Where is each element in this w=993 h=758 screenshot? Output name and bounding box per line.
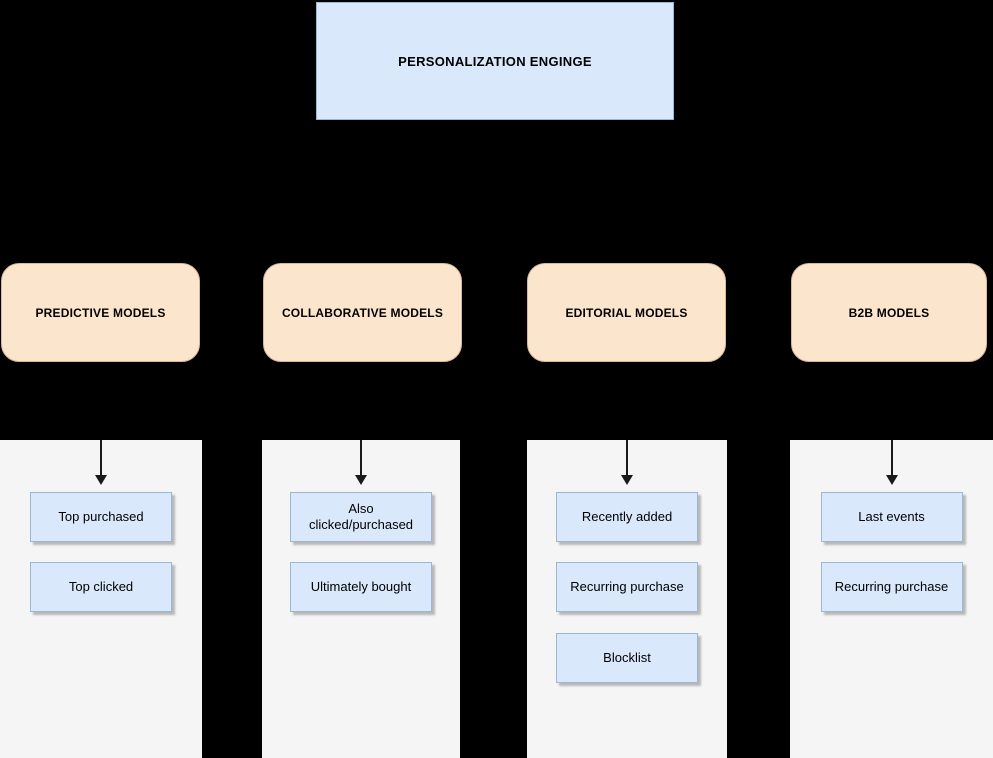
item-recurring-purchase[interactable]: Recurring purchase: [556, 562, 698, 612]
item-label: Last events: [858, 509, 925, 524]
item-blocklist[interactable]: Blocklist: [556, 633, 698, 683]
item-last-events[interactable]: Last events: [820, 492, 963, 542]
item-label: Top clicked: [68, 579, 134, 594]
arrow-line: [360, 440, 362, 477]
collaborative-models-label: COLLABORATIVE MODELS: [281, 305, 444, 320]
predictive-models-box[interactable]: PREDICTIVE MODELS: [1, 263, 200, 362]
predictive-models-column: Top purchased Top clicked: [0, 440, 202, 758]
arrow-line: [890, 440, 893, 477]
personalization-engine-label: PERSONALIZATION ENGINGE: [398, 53, 592, 69]
item-label: Recurring purchase: [834, 579, 949, 594]
personalization-engine-box[interactable]: PERSONALIZATION ENGINGE: [316, 2, 674, 120]
arrow-line: [100, 440, 102, 477]
item-label: Also clicked/purchased: [308, 501, 414, 532]
item-label: Ultimately bought: [310, 579, 412, 594]
item-label: Recurring purchase: [570, 579, 684, 594]
arrow-head: [885, 475, 898, 485]
arrow-head: [95, 475, 107, 485]
editorial-models-label: EDITORIAL MODELS: [565, 305, 688, 320]
b2b-models-column: Last events Recurring purchase: [790, 440, 993, 758]
collaborative-models-column: Also clicked/purchased Ultimately bought: [262, 440, 460, 758]
item-label: Top purchased: [58, 509, 144, 524]
editorial-models-column: Recently added Recurring purchase Blockl…: [527, 440, 727, 758]
item-recently-added[interactable]: Recently added: [556, 492, 698, 542]
item-also-clicked-purchased[interactable]: Also clicked/purchased: [290, 492, 432, 542]
predictive-models-label: PREDICTIVE MODELS: [35, 305, 166, 320]
item-recurring-purchase[interactable]: Recurring purchase: [820, 562, 963, 612]
item-top-clicked[interactable]: Top clicked: [30, 562, 172, 612]
b2b-models-label: B2B MODELS: [848, 305, 930, 320]
editorial-models-box[interactable]: EDITORIAL MODELS: [527, 263, 726, 362]
item-label: Recently added: [581, 509, 673, 524]
collaborative-models-box[interactable]: COLLABORATIVE MODELS: [263, 263, 462, 362]
item-ultimately-bought[interactable]: Ultimately bought: [290, 562, 432, 612]
arrow-head: [621, 475, 633, 485]
item-label: Blocklist: [603, 650, 651, 665]
arrow-head: [355, 475, 367, 485]
item-top-purchased[interactable]: Top purchased: [30, 492, 172, 542]
arrow-line: [626, 440, 628, 477]
b2b-models-box[interactable]: B2B MODELS: [791, 263, 987, 362]
